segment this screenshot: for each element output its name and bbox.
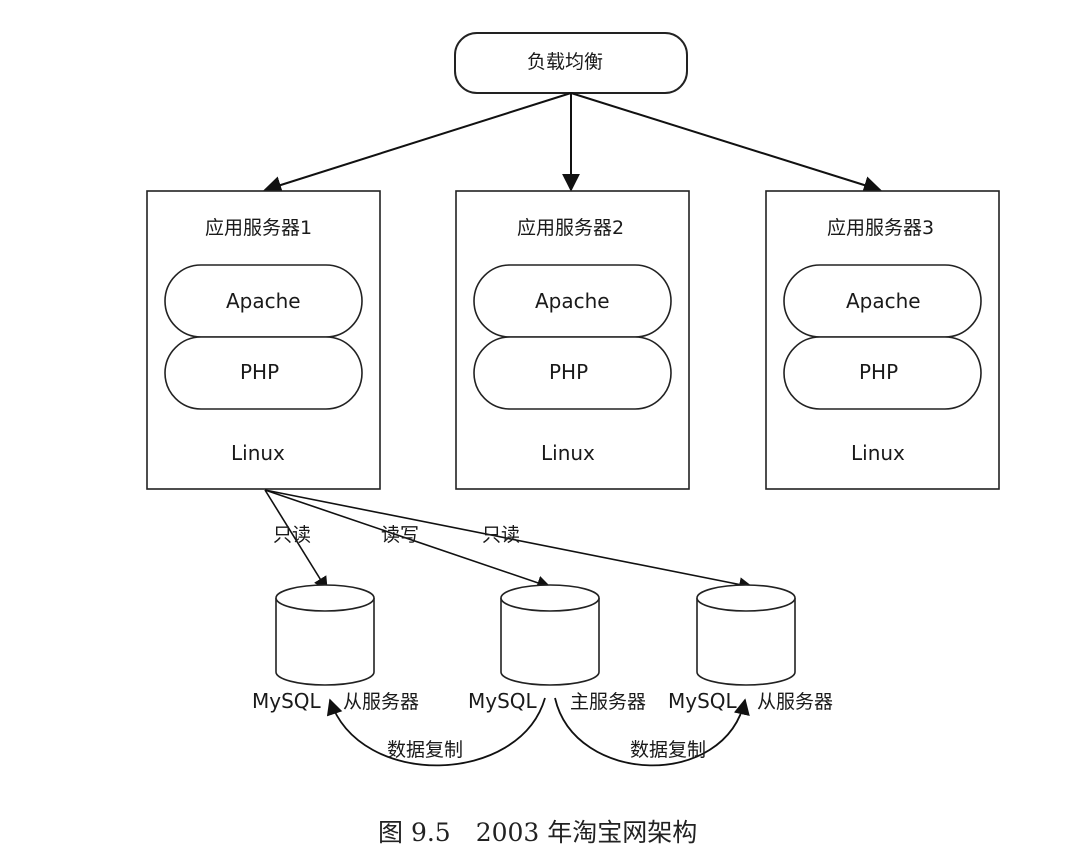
db-1-engine-label: MySQL <box>252 689 321 713</box>
server-2-php-box <box>473 336 672 410</box>
db-2-engine-label: MySQL <box>468 689 537 713</box>
server-3-php-box <box>783 336 982 410</box>
server-1-php-label: PHP <box>240 360 280 384</box>
server-3-php-label: PHP <box>859 360 899 384</box>
replication-curve-2 <box>554 697 750 767</box>
server-to-db-2-arrow <box>264 489 552 590</box>
db-1-role-label: 从服务器 <box>343 691 420 713</box>
db-2-cylinder <box>500 584 600 686</box>
server-1-os-label: Linux <box>231 441 285 465</box>
access-label-db-1: 只读 <box>273 524 312 546</box>
replication-curve-1 <box>326 697 546 767</box>
db-3-role-label: 从服务器 <box>757 691 834 713</box>
server-2-os-label: Linux <box>541 441 595 465</box>
server-1-php-box <box>164 336 363 410</box>
server-3-title: 应用服务器3 <box>827 217 935 239</box>
server-2-php-label: PHP <box>549 360 589 384</box>
replication-label-2: 数据复制 <box>630 739 707 761</box>
server-2-apache-label: Apache <box>535 289 610 313</box>
server-1-apache-label: Apache <box>226 289 301 313</box>
db-2-role-label: 主服务器 <box>570 691 647 713</box>
load-balancer-label: 负载均衡 <box>527 51 604 73</box>
server-3-apache-label: Apache <box>846 289 921 313</box>
server-to-db-3-arrow <box>264 489 754 592</box>
db-3-cylinder <box>696 584 796 686</box>
replication-label-1: 数据复制 <box>387 739 464 761</box>
lb-to-server-3-arrow <box>570 92 882 194</box>
server-to-db-1-arrow <box>264 489 328 592</box>
figure-caption: 图 9.5 2003 年淘宝网架构 <box>378 818 698 847</box>
access-label-db-2: 读写 <box>381 524 420 546</box>
db-3-engine-label: MySQL <box>668 689 737 713</box>
server-1-title: 应用服务器1 <box>205 217 313 239</box>
server-2-title: 应用服务器2 <box>517 217 625 239</box>
server-3-os-label: Linux <box>851 441 905 465</box>
access-label-db-3: 只读 <box>482 524 521 546</box>
lb-to-server-1-arrow <box>263 92 572 194</box>
db-1-cylinder <box>275 584 375 686</box>
